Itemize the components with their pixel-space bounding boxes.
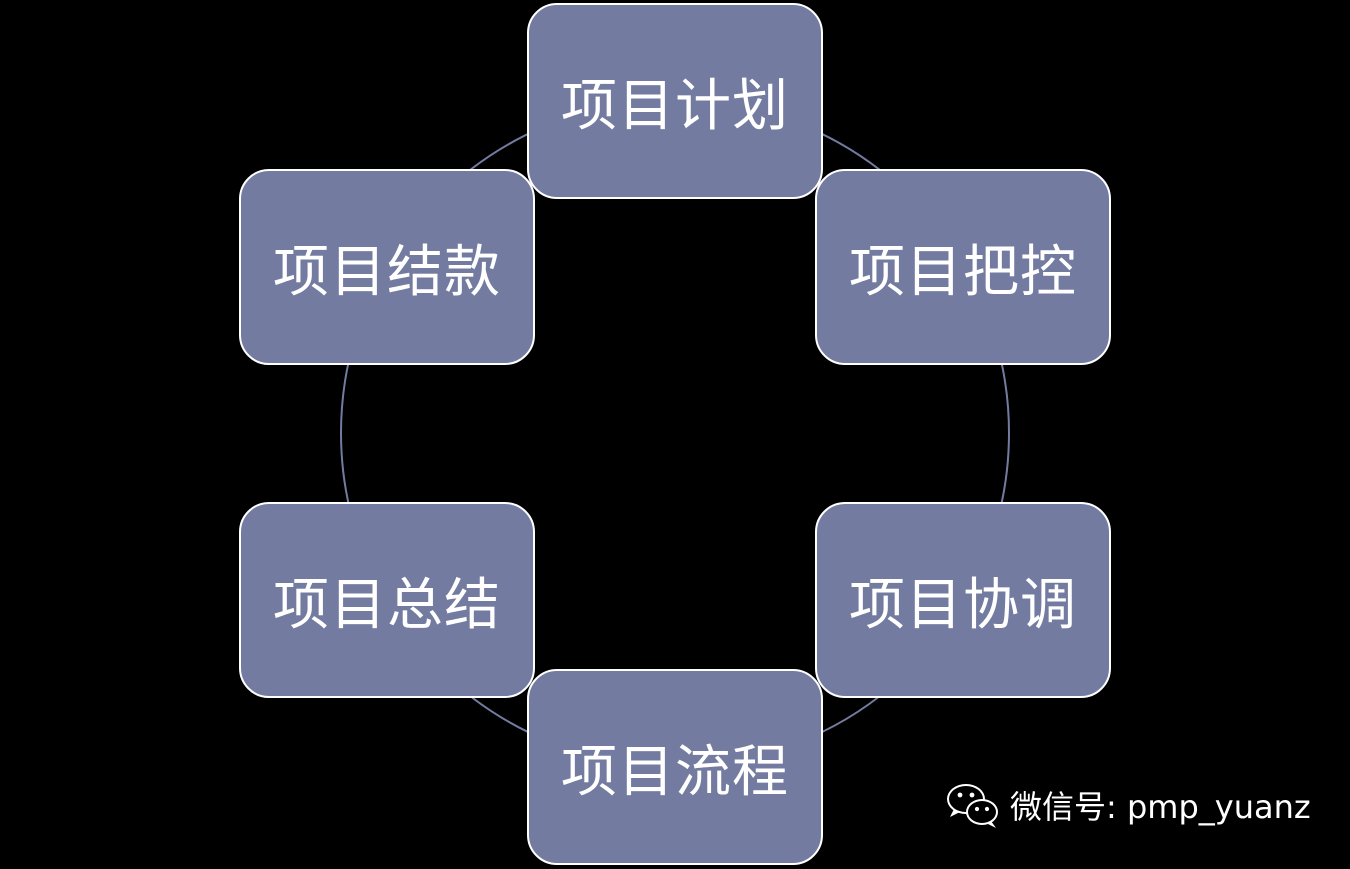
node-project-coordination: 项目协调: [815, 502, 1111, 698]
wechat-icon: [947, 784, 998, 828]
node-project-settlement: 项目结款: [239, 169, 535, 365]
node-project-settlement-label: 项目结款: [273, 239, 501, 305]
node-project-plan-label: 项目计划: [561, 73, 789, 139]
node-project-summary-label: 项目总结: [273, 572, 501, 638]
node-project-process-label: 项目流程: [561, 739, 789, 805]
node-project-control: 项目把控: [815, 169, 1111, 365]
wechat-id-text: 微信号: pmp_yuanz: [1010, 788, 1311, 826]
node-project-summary: 项目总结: [239, 502, 535, 698]
node-project-plan: 项目计划: [527, 3, 823, 199]
node-project-control-label: 项目把控: [849, 239, 1077, 305]
node-project-coordination-label: 项目协调: [849, 572, 1077, 638]
wechat-watermark: 微信号: pmp_yuanz: [944, 779, 1311, 831]
node-project-process: 项目流程: [527, 669, 823, 865]
